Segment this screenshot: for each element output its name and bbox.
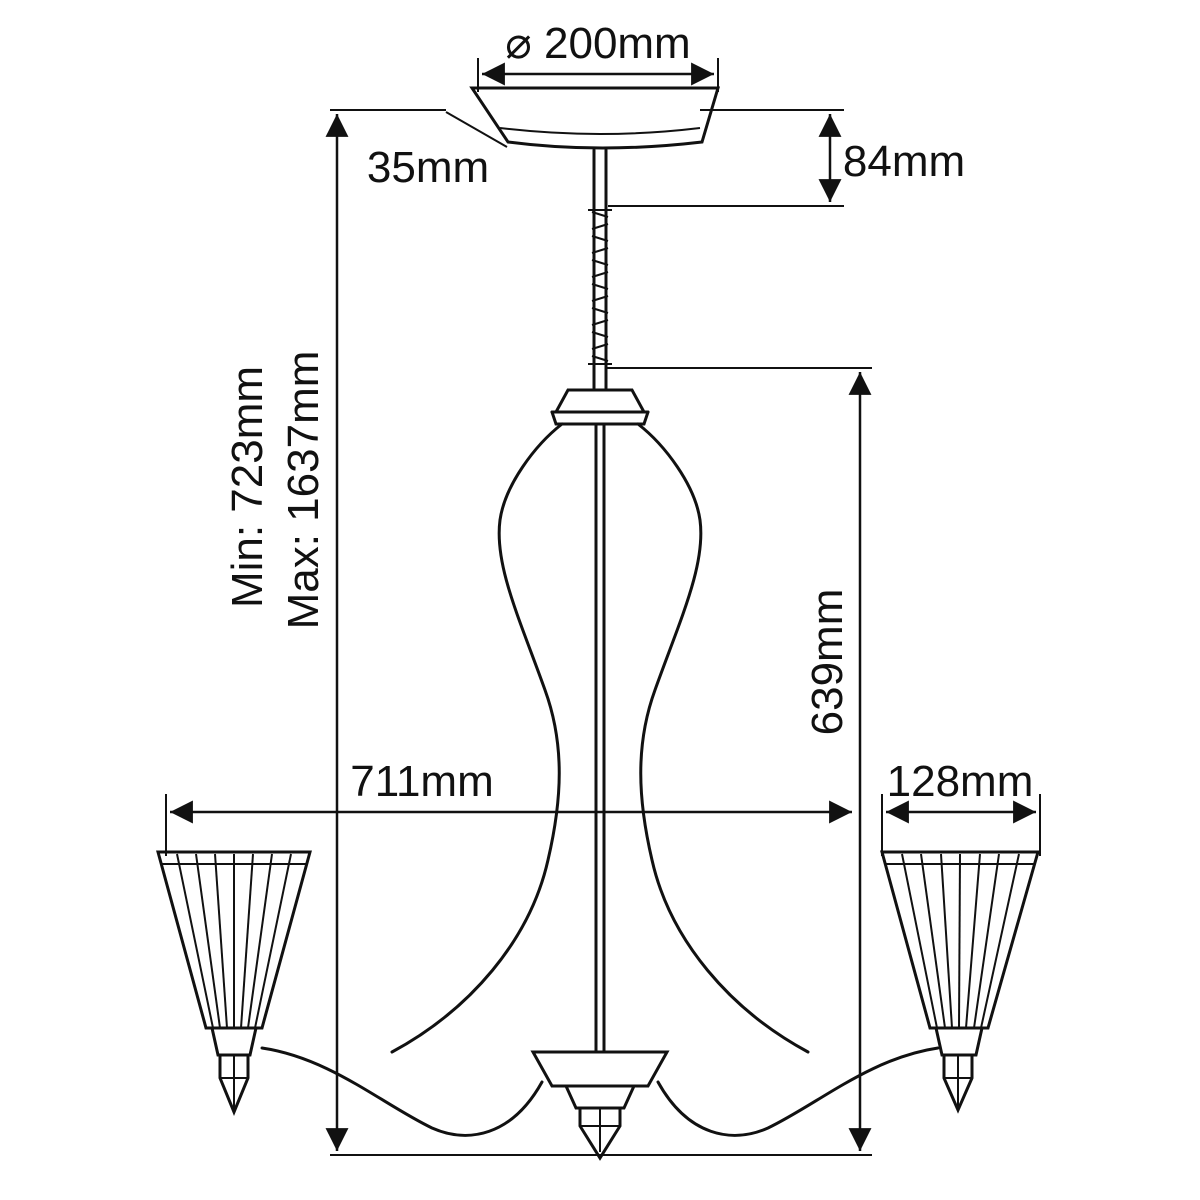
ceiling-canopy	[469, 86, 721, 150]
dim-shade-width: 128mm	[881, 757, 1041, 856]
dim-overall-height: Min: 723mm Max: 1637mm	[223, 109, 872, 1156]
canopy-height-label: 84mm	[843, 137, 965, 186]
left-socket	[210, 1026, 258, 1057]
right-shade	[880, 850, 1040, 1114]
chandelier-drawing	[156, 86, 1040, 1161]
canopy-lip-label: 35mm	[367, 143, 489, 192]
body-outline	[390, 422, 810, 1054]
dim-body-height: 639mm	[606, 367, 872, 1151]
height-max-label: Max: 1637mm	[279, 351, 328, 630]
dim-fixture-width: 711mm	[165, 757, 852, 856]
body-height-label: 639mm	[803, 589, 852, 736]
suspension-rod	[588, 148, 612, 390]
canopy-diameter-label: ⌀ 200mm	[505, 19, 690, 68]
dim-canopy-diameter: ⌀ 200mm	[477, 19, 719, 92]
dim-canopy-height: 84mm	[608, 109, 965, 207]
central-stem	[594, 422, 606, 1054]
fixture-width-label: 711mm	[350, 757, 493, 806]
dimension-lines: ⌀ 200mm 35mm 84mm Min: 723mm Max: 1637mm…	[165, 19, 1041, 1156]
left-shade	[156, 850, 312, 1116]
dim-canopy-lip: 35mm	[367, 111, 508, 192]
bottom-hub	[530, 1050, 670, 1161]
left-shade-flutes	[176, 853, 292, 1029]
height-min-label: Min: 723mm	[223, 366, 272, 608]
right-arm	[656, 1046, 940, 1137]
shade-width-label: 128mm	[887, 757, 1034, 806]
left-arm	[260, 1046, 544, 1137]
right-shade-flutes	[901, 853, 1020, 1029]
twisted-rod-section	[591, 211, 609, 362]
right-socket	[934, 1026, 984, 1057]
body-collar	[550, 388, 650, 426]
